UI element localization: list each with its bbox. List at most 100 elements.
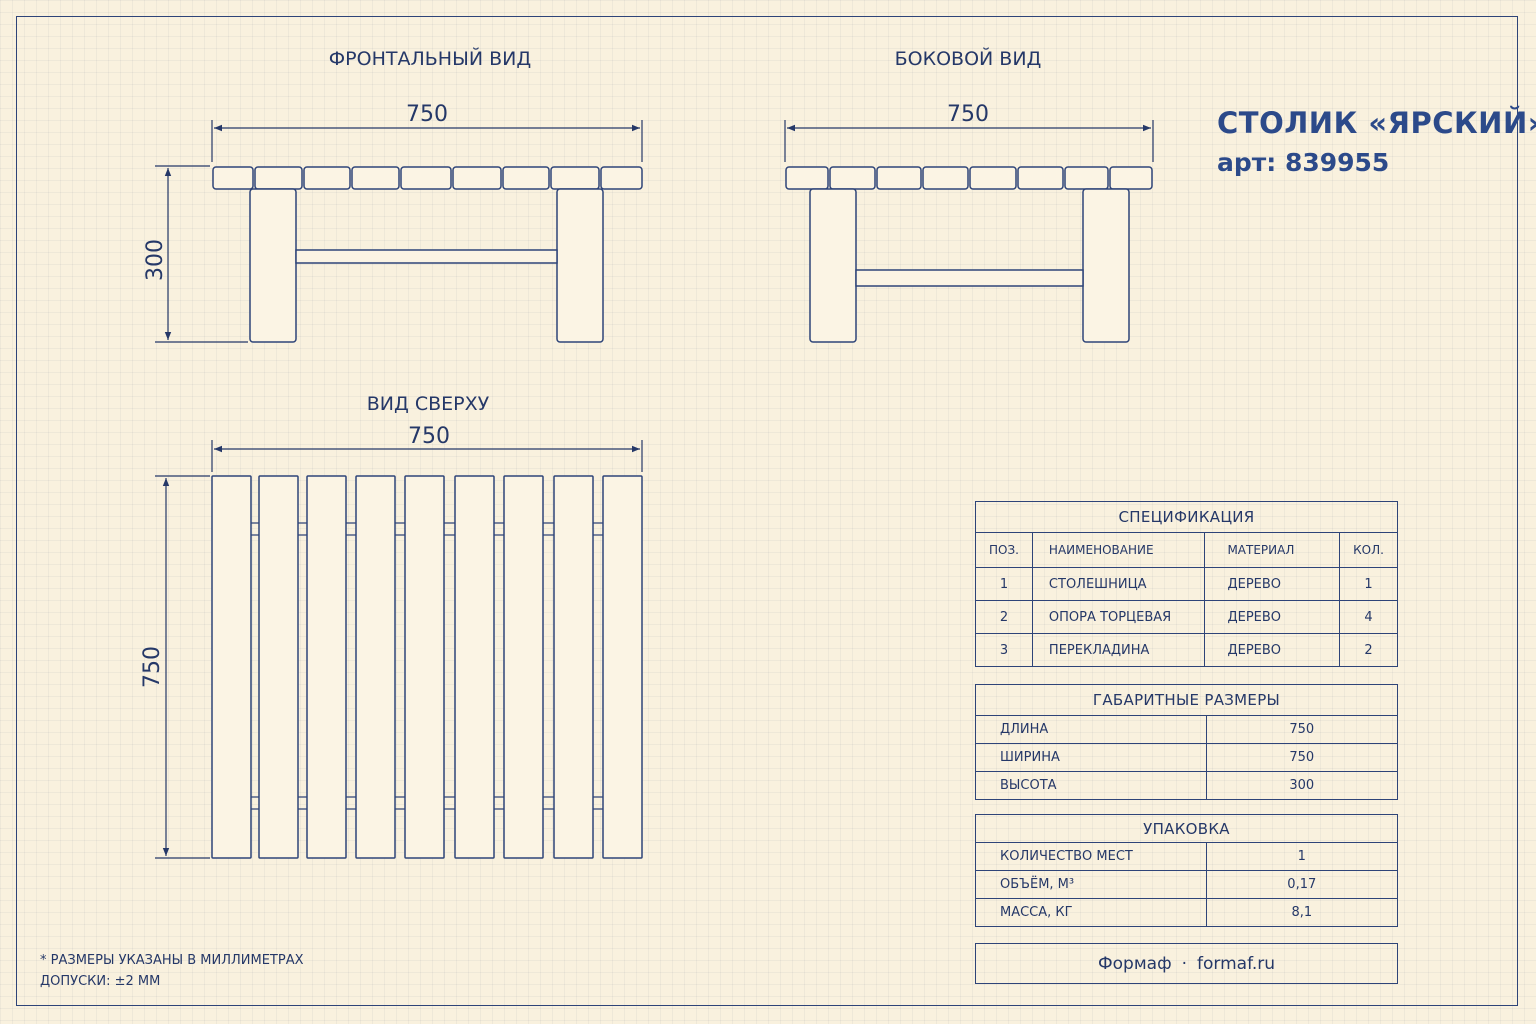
spec-cell-pos: 3	[975, 633, 1033, 667]
side-slat	[829, 166, 876, 190]
table-row: 2 ОПОРА ТОРЦЕВАЯ ДЕРЕВО 4	[975, 600, 1398, 634]
note-tolerance: ДОПУСКИ: ±2 ММ	[40, 974, 161, 989]
front-slat	[502, 166, 550, 190]
brand-name: Формаф	[1098, 953, 1172, 974]
front-width-label: 750	[406, 102, 448, 127]
packaging-value: 8,1	[1205, 898, 1399, 927]
front-view	[212, 166, 643, 343]
side-view-title: БОКОВОЙ ВИД	[895, 47, 1042, 70]
spec-cell-name: ОПОРА ТОРЦЕВАЯ	[1031, 600, 1206, 634]
dimensions-caption: ГАБАРИТНЫЕ РАЗМЕРЫ	[975, 684, 1398, 716]
packaging-name: ОБЪЁМ, М³	[975, 870, 1207, 899]
spec-cell-qty: 1	[1339, 567, 1398, 601]
front-slat	[452, 166, 502, 190]
side-view	[785, 166, 1153, 343]
front-slat	[550, 166, 600, 190]
packaging-name: МАССА, КГ	[975, 898, 1207, 927]
product-title: СТОЛИК «ЯРСКИЙ»	[1217, 106, 1536, 140]
front-slat	[303, 166, 351, 190]
spec-cell-name: СТОЛЕШНИЦА	[1031, 567, 1206, 601]
spec-cell-qty: 4	[1339, 600, 1398, 634]
top-slat	[404, 475, 445, 859]
side-slat	[1017, 166, 1064, 190]
side-tabletop-slats	[785, 166, 1153, 190]
table-row: 1 СТОЛЕШНИЦА ДЕРЕВО 1	[975, 567, 1398, 601]
side-slat	[1064, 166, 1109, 190]
spec-header-material: МАТЕРИАЛ	[1204, 532, 1341, 568]
dimension-value: 300	[1205, 771, 1399, 800]
top-slat	[454, 475, 495, 859]
spec-header-pos: ПОЗ.	[975, 532, 1033, 568]
front-view-title: ФРОНТАЛЬНЫЙ ВИД	[329, 47, 531, 70]
top-slat	[306, 475, 347, 859]
dimension-name: ВЫСОТА	[975, 771, 1207, 800]
top-depth-dimension	[155, 475, 210, 859]
side-slat	[1109, 166, 1153, 190]
front-slat	[400, 166, 452, 190]
brand-separator: ·	[1181, 953, 1188, 974]
brand-footer: Формаф · formaf.ru	[975, 943, 1398, 984]
spec-cell-material: ДЕРЕВО	[1204, 600, 1341, 634]
front-slat	[254, 166, 303, 190]
table-row: 3 ПЕРЕКЛАДИНА ДЕРЕВО 2	[975, 633, 1398, 667]
table-row: ВЫСОТА 300	[975, 771, 1399, 800]
front-height-label: 300	[143, 239, 168, 281]
dimension-name: ШИРИНА	[975, 743, 1207, 772]
top-slat	[258, 475, 299, 859]
front-width-dimension	[211, 120, 643, 162]
table-row: ДЛИНА 750	[975, 715, 1399, 744]
top-slat	[553, 475, 594, 859]
note-units: * РАЗМЕРЫ УКАЗАНЫ В МИЛЛИМЕТРАХ	[40, 953, 304, 968]
dimension-value: 750	[1205, 715, 1399, 744]
dimension-value: 750	[1205, 743, 1399, 772]
front-right-leg	[556, 188, 604, 343]
table-row: МАССА, КГ 8,1	[975, 898, 1399, 927]
brand-site: formaf.ru	[1197, 953, 1275, 974]
side-crossbar	[855, 269, 1084, 287]
front-slat	[212, 166, 254, 190]
specification-caption: СПЕЦИФИКАЦИЯ	[975, 501, 1398, 533]
top-view-title: ВИД СВЕРХУ	[367, 393, 490, 415]
specification-table: СПЕЦИФИКАЦИЯ ПОЗ. НАИМЕНОВАНИЕ МАТЕРИАЛ …	[975, 501, 1398, 667]
side-slat	[969, 166, 1017, 190]
drawing-frame	[16, 16, 1518, 1006]
packaging-table: УПАКОВКА КОЛИЧЕСТВО МЕСТ 1 ОБЪЁМ, М³ 0,1…	[975, 814, 1399, 927]
dimension-name: ДЛИНА	[975, 715, 1207, 744]
table-row: ШИРИНА 750	[975, 743, 1399, 772]
drawing-notes: * РАЗМЕРЫ УКАЗАНЫ В МИЛЛИМЕТРАХ ДОПУСКИ:…	[40, 950, 304, 992]
spec-header-qty: КОЛ.	[1339, 532, 1398, 568]
packaging-caption: УПАКОВКА	[975, 814, 1398, 843]
front-left-leg	[249, 188, 297, 343]
top-slat	[602, 475, 643, 859]
top-slat	[211, 475, 252, 859]
front-tabletop-slats	[212, 166, 643, 190]
top-width-dimension	[211, 440, 643, 472]
top-slat	[503, 475, 544, 859]
spec-cell-name: ПЕРЕКЛАДИНА	[1031, 633, 1206, 667]
packaging-value: 1	[1205, 842, 1399, 871]
front-slat	[600, 166, 643, 190]
spec-cell-qty: 2	[1339, 633, 1398, 667]
table-row: ОБЪЁМ, М³ 0,17	[975, 870, 1399, 899]
product-article: арт: 839955	[1217, 148, 1390, 177]
spec-cell-material: ДЕРЕВО	[1204, 633, 1341, 667]
side-slat	[785, 166, 829, 190]
top-width-label: 750	[408, 424, 450, 449]
title-block: СТОЛИК «ЯРСКИЙ» арт: 839955	[1217, 104, 1536, 180]
packaging-value: 0,17	[1205, 870, 1399, 899]
side-width-dimension	[784, 120, 1154, 162]
spec-cell-pos: 2	[975, 600, 1033, 634]
front-slat	[351, 166, 400, 190]
table-row: КОЛИЧЕСТВО МЕСТ 1	[975, 842, 1399, 871]
top-slat	[355, 475, 396, 859]
top-view-slats	[211, 475, 643, 859]
front-crossbar	[295, 249, 558, 264]
side-right-leg	[1082, 188, 1130, 343]
side-left-leg	[809, 188, 857, 343]
top-depth-label: 750	[140, 646, 165, 688]
overall-dimensions-table: ГАБАРИТНЫЕ РАЗМЕРЫ ДЛИНА 750 ШИРИНА 750 …	[975, 684, 1399, 800]
side-width-label: 750	[947, 102, 989, 127]
side-slat	[922, 166, 969, 190]
spec-header-name: НАИМЕНОВАНИЕ	[1031, 532, 1206, 568]
